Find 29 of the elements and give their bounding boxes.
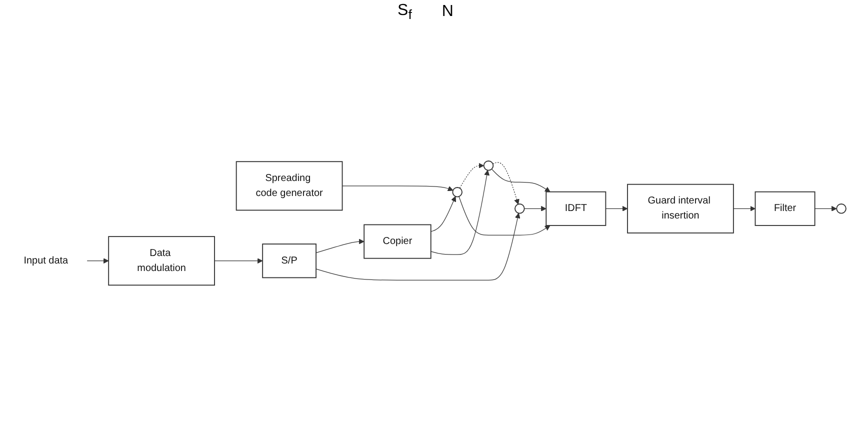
node-circle bbox=[514, 204, 525, 214]
arrow bbox=[458, 196, 550, 236]
arrow bbox=[430, 170, 490, 256]
arrow bbox=[316, 213, 520, 281]
arrow bbox=[814, 206, 837, 212]
arrow bbox=[491, 169, 550, 192]
annotation-label: N bbox=[442, 3, 454, 21]
node-box: Data modulation bbox=[108, 236, 215, 286]
node-circle bbox=[483, 160, 494, 172]
node-box: Filter bbox=[754, 192, 816, 226]
arrow bbox=[342, 186, 454, 192]
node-box: Copier bbox=[364, 224, 432, 260]
annotation-label: S$_{f}$ bbox=[398, 2, 412, 22]
node-circle bbox=[452, 187, 462, 198]
arrow bbox=[605, 206, 628, 212]
arrow bbox=[430, 196, 456, 232]
arrow bbox=[733, 206, 756, 212]
arrow bbox=[492, 162, 520, 205]
arrow bbox=[86, 258, 109, 264]
node-box: Spreading code generator bbox=[236, 162, 343, 212]
arrow bbox=[214, 258, 263, 264]
arrow bbox=[524, 206, 546, 212]
arrow bbox=[459, 163, 484, 189]
node-box: IDFT bbox=[546, 192, 606, 226]
node-box: Guard interval insertion bbox=[627, 184, 734, 234]
node-box: S/P bbox=[262, 244, 317, 279]
arrow bbox=[316, 239, 364, 254]
node-text: Input data bbox=[24, 256, 68, 266]
node-circle bbox=[836, 204, 846, 214]
